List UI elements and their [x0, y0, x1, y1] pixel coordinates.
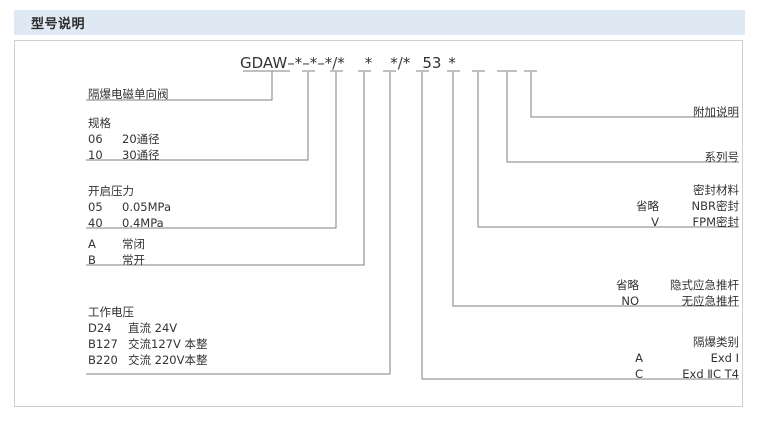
model-code-seg-8: 53 — [422, 54, 442, 72]
model-code-sep-2: – — [302, 54, 310, 72]
model-code-seg-5: * — [364, 54, 373, 72]
label-specification-row-1: 10 30通径 — [88, 147, 160, 163]
label-explosion-proof-class-row-1: C Exd ⅡC T4 — [559, 366, 739, 382]
spec-desc-0: 20通径 — [122, 132, 160, 146]
label-specification: 规格 06 20通径 10 30通径 — [88, 115, 160, 163]
label-explosion-proof-class-title: 隔爆类别 — [693, 335, 739, 349]
voltage-desc-0: 直流 24V — [128, 321, 178, 335]
page-title: 型号说明 — [31, 17, 86, 32]
model-code-sep-4: / — [332, 54, 338, 72]
label-emergency-push-rod: 省略 隐式应急推杆 NO 无应急推杆 — [539, 277, 739, 309]
label-explosion-proof-class: 隔爆类别 A Exd Ⅰ C Exd ⅡC T4 — [559, 334, 739, 382]
voltage-code-0: D24 — [88, 321, 112, 335]
model-code-seg-6: * — [390, 54, 398, 72]
pressure-desc-1: 0.4MPa — [122, 216, 164, 230]
label-valve-state-row-1: B 常开 — [88, 252, 145, 268]
voltage-desc-1: 交流127V 本整 — [128, 337, 208, 351]
explosion-desc-0: Exd Ⅰ — [710, 351, 739, 365]
pushrod-desc-0: 隐式应急推杆 — [670, 278, 739, 292]
label-additional-description: 附加说明 — [559, 104, 739, 120]
model-code-line: GDAW–*–*–*/***/*53* — [240, 54, 456, 74]
model-code-seg-2: * — [309, 54, 318, 72]
label-emergency-push-rod-row-0: 省略 隐式应急推杆 — [539, 277, 739, 293]
voltage-desc-2: 交流 220V本整 — [128, 353, 208, 367]
pressure-desc-0: 0.05MPa — [122, 200, 171, 214]
label-working-voltage-title: 工作电压 — [88, 305, 134, 319]
pressure-code-0: 05 — [88, 200, 103, 214]
label-working-voltage-row-0: D24 直流 24V — [88, 320, 207, 336]
model-code-sep-1: – — [287, 54, 295, 72]
label-series-number-title: 系列号 — [704, 150, 740, 164]
model-code-seg-7: * — [402, 54, 411, 72]
label-working-voltage-row-1: B127 交流127V 本整 — [88, 336, 207, 352]
label-sealing-material-title: 密封材料 — [693, 183, 739, 197]
model-code-seg-3: * — [324, 54, 333, 72]
explosion-code-1: C — [634, 367, 643, 381]
pressure-code-1: 40 — [88, 216, 103, 230]
voltage-code-1: B127 — [88, 337, 118, 351]
label-sealing-material-row-0: 省略 NBR密封 — [559, 198, 739, 214]
label-emergency-push-rod-row-1: NO 无应急推杆 — [539, 293, 739, 309]
model-code-seg-9: * — [448, 54, 456, 72]
valve-state-code-1: B — [88, 253, 96, 267]
spec-code-1: 10 — [88, 148, 103, 162]
pushrod-desc-1: 无应急推杆 — [681, 294, 740, 308]
label-valve-state: A 常闭 B 常开 — [88, 236, 145, 268]
valve-state-desc-1: 常开 — [122, 253, 145, 267]
label-product-name-title: 隔爆电磁单向阀 — [88, 87, 169, 101]
label-working-voltage: 工作电压 D24 直流 24V B127 交流127V 本整 B220 交流 220V… — [88, 304, 207, 368]
label-specification-title: 规格 — [88, 116, 111, 130]
label-working-voltage-row-2: B220 交流 220V本整 — [88, 352, 207, 368]
label-opening-pressure: 开启压力 05 0.05MPa 40 0.4MPa — [88, 183, 171, 231]
sealing-code-1: V — [651, 215, 659, 229]
label-opening-pressure-row-1: 40 0.4MPa — [88, 215, 171, 231]
model-code-seg-4: * — [337, 54, 345, 72]
section-header: 型号说明 — [14, 10, 745, 35]
label-opening-pressure-title: 开启压力 — [88, 184, 134, 198]
pushrod-code-1: NO — [621, 294, 639, 308]
label-opening-pressure-row-0: 05 0.05MPa — [88, 199, 171, 215]
model-code-sep-3: – — [317, 54, 325, 72]
sealing-code-0: 省略 — [636, 199, 659, 213]
label-specification-row-0: 06 20通径 — [88, 131, 160, 147]
label-sealing-material: 密封材料 省略 NBR密封 V FPM密封 — [559, 182, 739, 230]
spec-code-0: 06 — [88, 132, 103, 146]
pushrod-code-0: 省略 — [616, 278, 639, 292]
explosion-desc-1: Exd ⅡC T4 — [682, 367, 739, 381]
sealing-desc-1: FPM密封 — [692, 215, 739, 229]
explosion-code-0: A — [635, 351, 643, 365]
label-additional-description-title: 附加说明 — [693, 105, 739, 119]
model-code-prefix: GDAW — [240, 54, 288, 72]
model-code-sep-7: / — [397, 54, 403, 72]
sealing-desc-0: NBR密封 — [691, 199, 739, 213]
voltage-code-2: B220 — [88, 353, 118, 367]
label-sealing-material-row-1: V FPM密封 — [559, 214, 739, 230]
label-series-number: 系列号 — [559, 149, 740, 165]
label-product-name: 隔爆电磁单向阀 — [88, 86, 169, 102]
model-code-seg-1: * — [294, 54, 303, 72]
label-valve-state-row-0: A 常闭 — [88, 236, 145, 252]
valve-state-code-0: A — [88, 237, 96, 251]
valve-state-desc-0: 常闭 — [122, 237, 145, 251]
spec-desc-1: 30通径 — [122, 148, 160, 162]
label-explosion-proof-class-row-0: A Exd Ⅰ — [559, 350, 739, 366]
